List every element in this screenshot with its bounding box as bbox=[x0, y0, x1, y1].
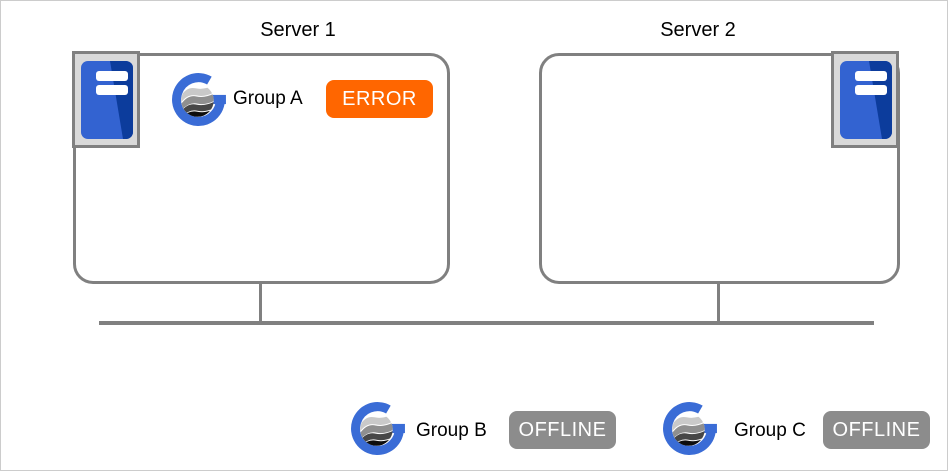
server-icon bbox=[72, 51, 140, 148]
server-icon bbox=[831, 51, 899, 148]
group-globe-icon bbox=[351, 402, 405, 455]
group-a-label: Group A bbox=[233, 88, 303, 109]
group-c-label: Group C bbox=[734, 420, 806, 441]
group-b-label: Group B bbox=[416, 420, 487, 441]
server1-title: Server 1 bbox=[260, 19, 336, 41]
group-b-status-badge: OFFLINE bbox=[509, 411, 616, 449]
group-a-status-badge: ERROR bbox=[326, 80, 433, 118]
network-bus-line bbox=[99, 321, 874, 325]
server2-title: Server 2 bbox=[660, 19, 736, 41]
server1-connector-line bbox=[259, 282, 262, 324]
server2-connector-line bbox=[717, 282, 720, 324]
group-globe-icon bbox=[172, 73, 226, 126]
group-globe-icon bbox=[663, 402, 717, 455]
group-c-status-badge: OFFLINE bbox=[823, 411, 930, 449]
